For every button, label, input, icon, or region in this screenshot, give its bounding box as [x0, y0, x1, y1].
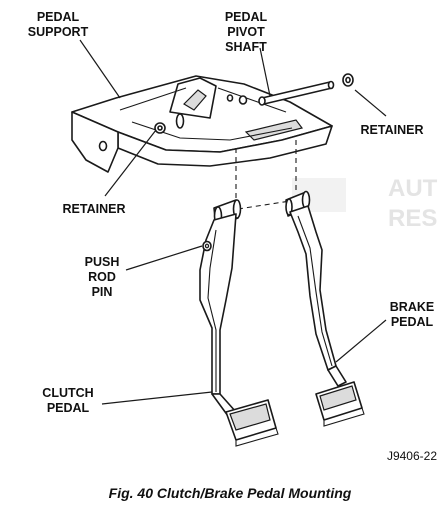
shaft-retainer-clip: [342, 73, 354, 87]
figure-caption: Fig. 40 Clutch/Brake Pedal Mounting: [109, 485, 352, 501]
label-pivot-shaft-line-1: PEDAL: [225, 10, 268, 24]
figure-code: J9406-22: [387, 449, 437, 463]
brake-pedal: [285, 190, 365, 427]
label-retainer-right: RETAINER: [361, 123, 424, 137]
watermark-line-2: RES: [388, 205, 437, 232]
label-clutch-pedal-line-2: PEDAL: [47, 401, 90, 415]
watermark-line-1: AUT: [388, 175, 438, 202]
label-clutch-pedal-line-1: CLUTCH: [42, 386, 93, 400]
label-pivot-shaft-line-2: PIVOT: [227, 25, 265, 39]
label-pedal-support-line-2: SUPPORT: [28, 25, 89, 39]
clutch-pedal: [199, 199, 279, 447]
pedal-pivot-shaft: [258, 80, 335, 106]
pedal-support-bracket: [71, 75, 333, 173]
label-pedal-support-line-1: PEDAL: [37, 10, 80, 24]
label-push-rod-pin-line-2: ROD: [88, 270, 116, 284]
label-pivot-shaft-line-3: SHAFT: [225, 40, 267, 54]
label-brake-pedal-line-2: PEDAL: [391, 315, 434, 329]
watermark: AUT RES: [292, 175, 438, 232]
callout-leaders: [79, 39, 387, 405]
callout-labels: PEDAL SUPPORT PEDAL PIVOT SHAFT RETAINER…: [28, 10, 434, 415]
label-retainer-left: RETAINER: [63, 202, 126, 216]
label-brake-pedal-line-1: BRAKE: [390, 300, 434, 314]
label-push-rod-pin-line-3: PIN: [92, 285, 113, 299]
assembly-lines: [235, 140, 297, 210]
label-push-rod-pin-line-1: PUSH: [85, 255, 120, 269]
